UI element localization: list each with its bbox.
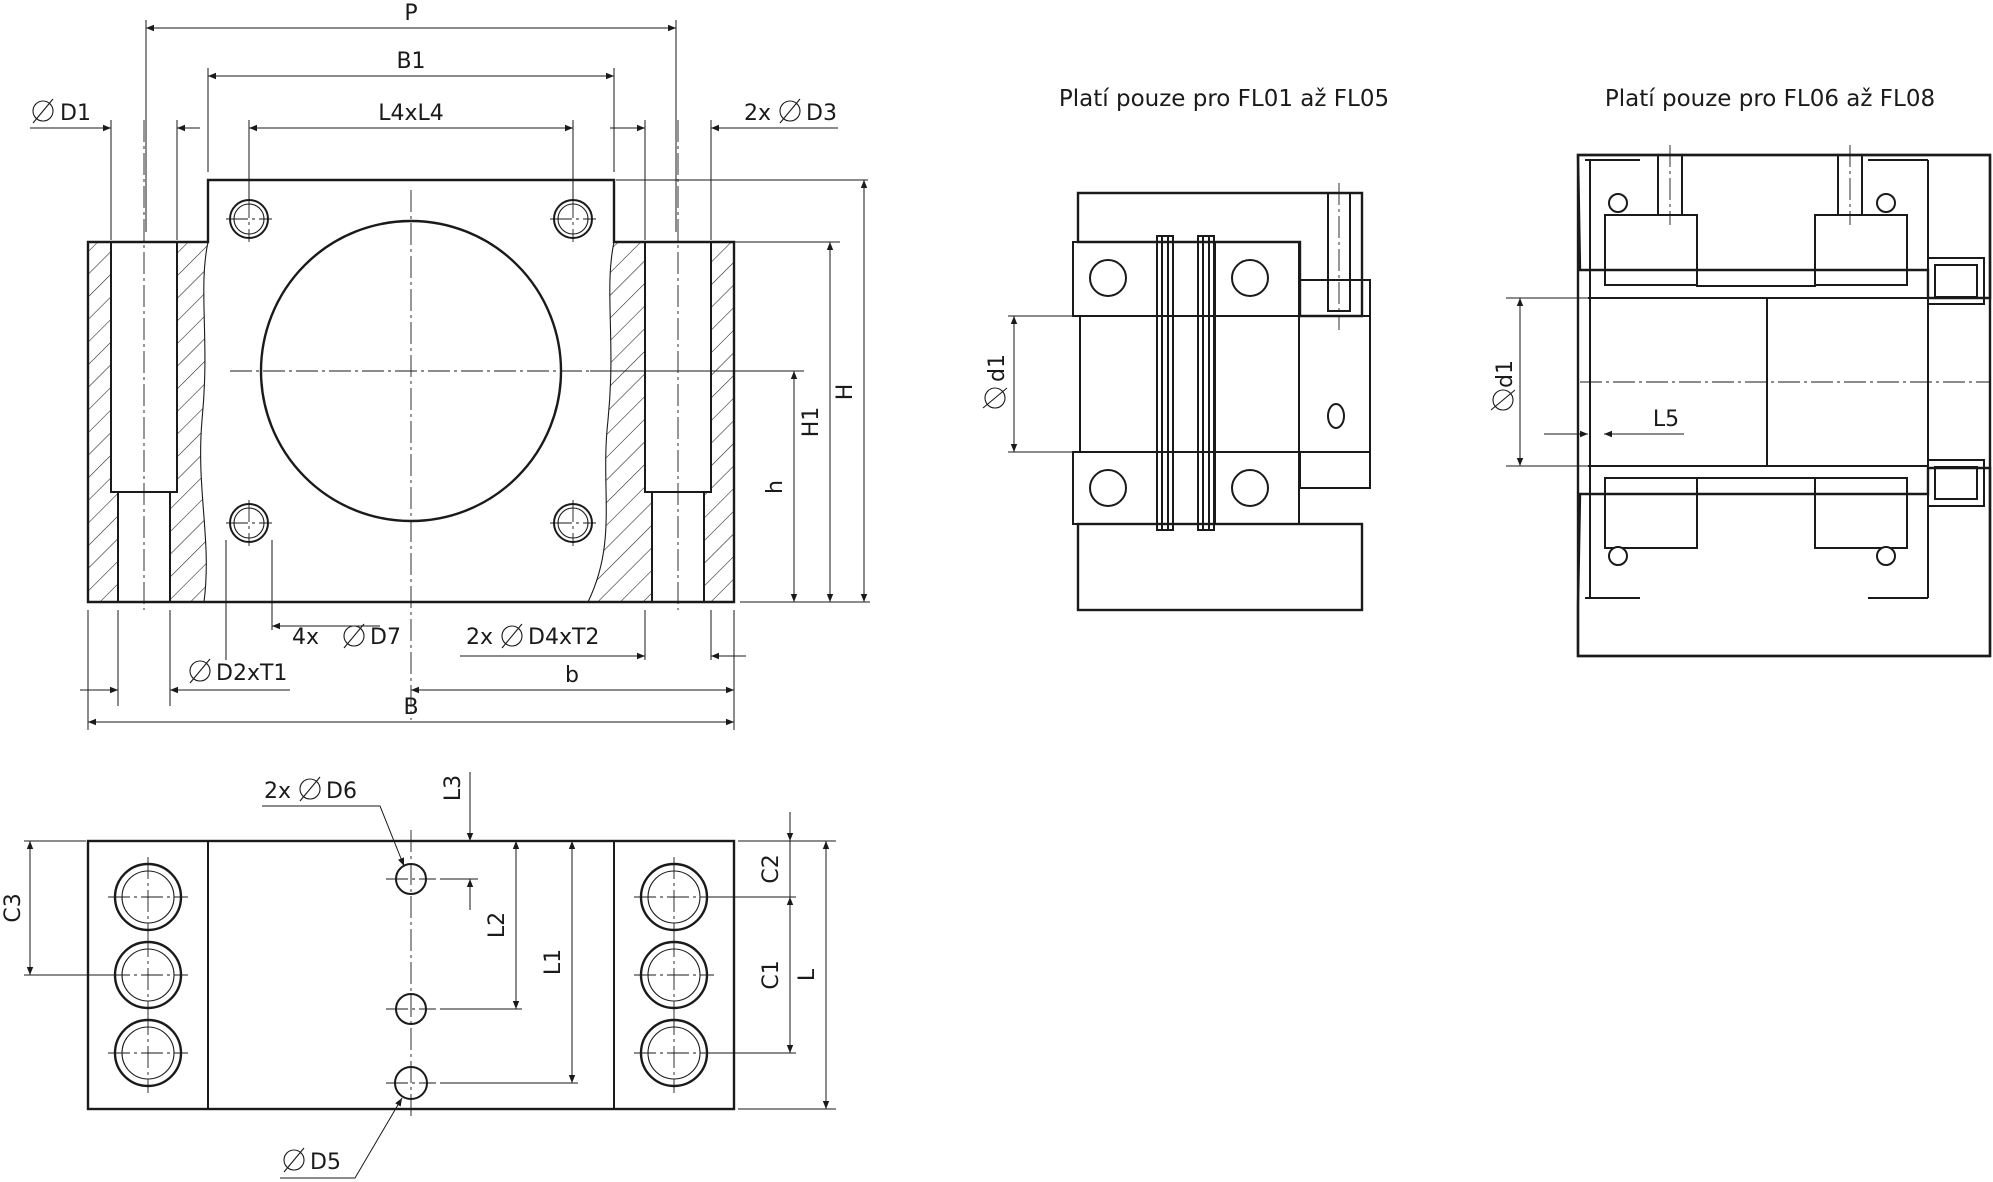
- dim-H1: H1: [799, 407, 824, 438]
- dim-C3: C3: [1, 893, 26, 922]
- dim-L1: L1: [541, 949, 566, 975]
- svg-text:D4xT2: D4xT2: [528, 625, 599, 650]
- dim-D4T2: 2x D4xT2: [466, 623, 599, 650]
- shaft-b: [1588, 160, 1929, 598]
- top-extension-lines: [24, 840, 836, 1110]
- svg-text:D2xT1: D2xT1: [216, 661, 287, 686]
- dim-B: B: [403, 695, 418, 720]
- dim-D7: 4x D7: [292, 623, 401, 650]
- dim-d1-b: d1: [1490, 360, 1518, 411]
- dim-P: P: [404, 1, 417, 26]
- svg-text:d1: d1: [1493, 360, 1518, 388]
- dim-b: b: [565, 663, 579, 688]
- front-centerlines: [143, 120, 679, 720]
- shaft-bore-a: [1078, 315, 1300, 453]
- right-break-line: [587, 241, 615, 603]
- dim-C2: C2: [759, 854, 784, 883]
- dim-L4xL4: L4xL4: [378, 101, 444, 126]
- housing-top-hatch: [1076, 191, 1364, 318]
- svg-text:D5: D5: [310, 1150, 341, 1175]
- dim-B1: B1: [396, 49, 425, 74]
- svg-text:D6: D6: [326, 779, 357, 804]
- svg-text:D7: D7: [370, 625, 401, 650]
- dim-L2: L2: [485, 912, 510, 938]
- top-view: L3 C3 L2 L1 C2 C1 L 2x D6 D5: [1, 772, 836, 1179]
- dim-D6: 2x D6: [264, 776, 357, 804]
- dim-L: L: [795, 968, 820, 981]
- svg-text:2x: 2x: [466, 625, 493, 650]
- housing-bottom-hatch: [1076, 522, 1364, 612]
- dim-D2T1: D2xT1: [189, 658, 287, 686]
- dim-h: h: [763, 480, 788, 494]
- svg-text:2x: 2x: [744, 101, 771, 126]
- end-nut: [1927, 257, 1985, 305]
- front-view: P B1 L4xL4 D1 2x D3 H H1 h 4x: [30, 1, 870, 730]
- section-fl01-fl05: Platí pouze pro FL01 až FL05: [982, 86, 1389, 612]
- svg-text:2x: 2x: [264, 779, 291, 804]
- dim-d1-a: d1: [982, 354, 1010, 409]
- dim-D5: D5: [283, 1147, 341, 1175]
- bearings-b: [1585, 159, 1928, 599]
- svg-text:d1: d1: [985, 354, 1010, 382]
- section-fl06-fl08: Platí pouze pro FL06 až FL08: [1490, 86, 1992, 658]
- dim-H: H: [833, 384, 858, 401]
- top-centerlines: [108, 830, 714, 1120]
- title-fl06-08: Platí pouze pro FL06 až FL08: [1605, 86, 1935, 112]
- dim-L3: L3: [441, 775, 466, 801]
- svg-text:D1: D1: [60, 101, 91, 126]
- lock-screw: [1327, 403, 1345, 429]
- svg-text:D3: D3: [806, 101, 837, 126]
- left-break-line: [200, 241, 209, 603]
- nut-hatch-bottom: [1299, 451, 1371, 489]
- front-extension-lines: [87, 20, 870, 730]
- dim-D3: 2x D3: [744, 98, 837, 126]
- title-fl01-05: Platí pouze pro FL01 až FL05: [1059, 86, 1389, 112]
- svg-text:4x: 4x: [292, 625, 319, 650]
- bearings-a: [1072, 241, 1300, 525]
- dim-C1: C1: [759, 960, 784, 989]
- dim-D1: D1: [32, 98, 91, 126]
- dim-L5: L5: [1653, 407, 1679, 432]
